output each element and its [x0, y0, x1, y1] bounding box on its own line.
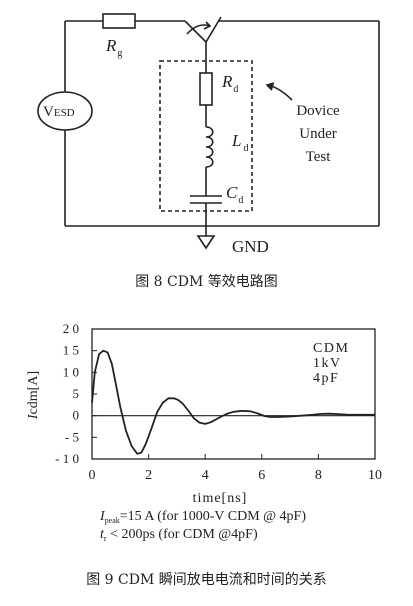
switch-arrow — [203, 21, 212, 30]
chart-ylabel: Icdm[A] — [26, 371, 41, 420]
y-tick-label: 0 — [73, 408, 80, 423]
ld-inductor — [205, 126, 214, 168]
chart-legend-1: CDM — [313, 341, 349, 356]
x-tick-label: 0 — [89, 468, 96, 483]
y-tick-label: 1 5 — [63, 343, 79, 358]
rd-label: Rd — [221, 72, 238, 95]
dut-label-line1: Dovice — [296, 103, 340, 119]
rg-label: Rg — [105, 36, 122, 59]
dut-box — [159, 60, 253, 212]
y-tick-label: - 1 0 — [55, 451, 79, 466]
switch-arc — [186, 24, 211, 35]
y-tick-label: 5 — [73, 386, 80, 401]
rg-resistor — [102, 13, 136, 29]
chart-legend-2: 1kV — [313, 356, 342, 371]
cd-label: Cd — [226, 183, 243, 206]
dut-pointer-head — [265, 82, 275, 91]
x-tick-label: 10 — [368, 468, 382, 483]
peak-current-formula: Ipeak=15 A (for 1000-V CDM @ 4pF) — [100, 509, 306, 525]
chart-frame — [91, 328, 376, 460]
vesd-label: VESD — [43, 104, 75, 120]
x-tick-label: 6 — [258, 468, 265, 483]
switch-arm-right — [205, 16, 222, 43]
x-tick-label: 8 — [315, 468, 322, 483]
rd-resistor — [199, 72, 213, 106]
rise-time-formula: tr < 200ps (for CDM @4pF) — [100, 527, 258, 543]
dut-label-line3: Test — [306, 149, 332, 165]
gnd-symbol — [196, 235, 216, 250]
x-tick-label: 2 — [145, 468, 152, 483]
gnd-label: GND — [232, 237, 269, 256]
chart-legend-3: 4pF — [313, 371, 339, 386]
x-tick-label: 4 — [202, 468, 209, 483]
y-tick-label: 1 0 — [63, 364, 79, 379]
figure8-caption: 图 8 CDM 等效电路图 — [135, 274, 278, 290]
y-tick-label: 2 0 — [63, 321, 79, 336]
switch-arm-left — [184, 20, 207, 43]
chart-xlabel: time[ns] — [193, 491, 248, 506]
dut-label-line2: Under — [299, 126, 337, 142]
figure9-caption: 图 9 CDM 瞬间放电电流和时间的关系 — [86, 572, 327, 588]
series-line-0 — [91, 349, 375, 455]
y-tick-label: - 5 — [65, 429, 79, 444]
vesd-source — [37, 91, 93, 131]
